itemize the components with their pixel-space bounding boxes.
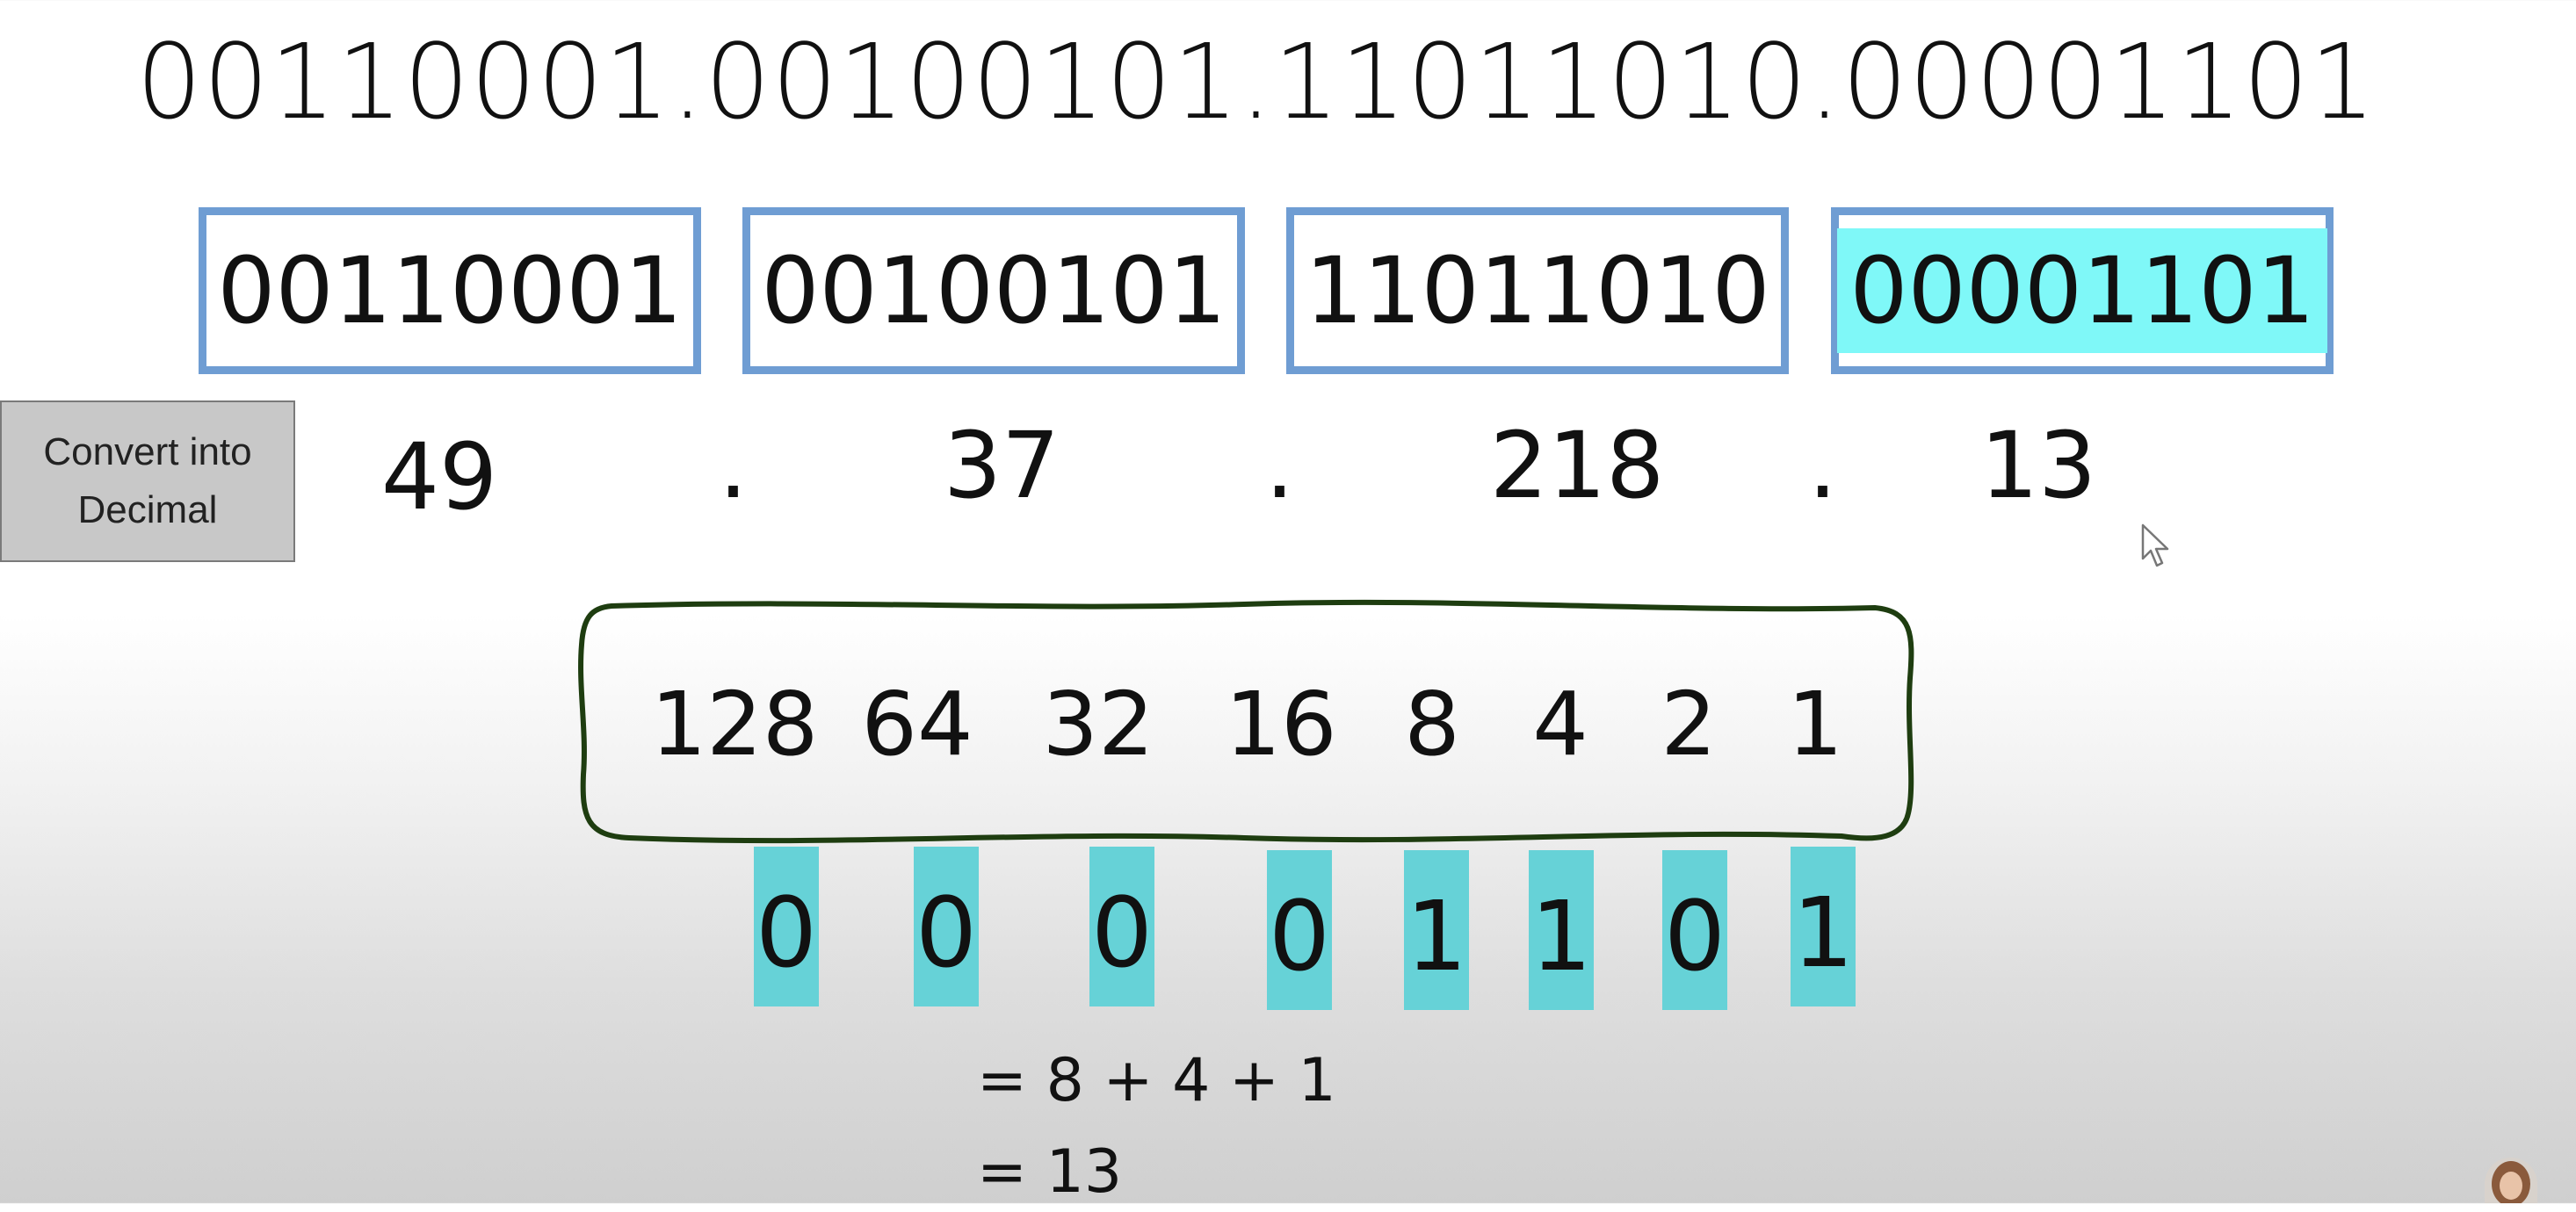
octet-binary-4-wrapper: 00001101: [1837, 215, 2327, 366]
bit-highlight-2: [914, 847, 979, 1006]
bit-highlight-8: [1791, 847, 1856, 1006]
place-value-64: 64: [861, 673, 973, 776]
bit-8: 1: [1792, 877, 1854, 989]
place-value-2: 2: [1661, 673, 1717, 776]
bit-5: 1: [1406, 880, 1467, 992]
bit-7: 0: [1664, 880, 1726, 992]
octet-box-2: 00100101: [742, 207, 1245, 374]
decimal-value-1: 49: [380, 423, 498, 530]
octet-box-3: 11011010: [1286, 207, 1789, 374]
convert-button-line2: Decimal: [77, 488, 218, 531]
decimal-value-2: 37: [943, 412, 1060, 519]
octet-box-1: 00110001: [199, 207, 701, 374]
bit-highlight-1: [754, 847, 819, 1006]
convert-into-decimal-button[interactable]: Convert into Decimal: [0, 400, 295, 562]
bit-6: 1: [1530, 880, 1592, 992]
bit-highlight-3: [1089, 847, 1154, 1006]
place-value-4: 4: [1532, 673, 1588, 776]
place-value-wavy-box: [578, 599, 1914, 844]
place-value-32: 32: [1042, 673, 1154, 776]
place-value-128: 128: [650, 673, 819, 776]
place-value-8: 8: [1404, 673, 1460, 776]
place-value-1: 1: [1787, 673, 1843, 776]
bit-3: 0: [1091, 877, 1153, 989]
octet-binary-4: 00001101: [1837, 228, 2327, 353]
calculation-sum: = 8 + 4 + 1: [977, 1046, 1336, 1115]
bit-1: 0: [756, 877, 817, 989]
bit-highlight-4: [1267, 850, 1332, 1010]
presenter-avatar: [2485, 1158, 2537, 1203]
calculation-result: = 13: [977, 1137, 1123, 1207]
decimal-value-3: 218: [1489, 412, 1665, 519]
convert-button-line1: Convert into: [43, 430, 252, 473]
mouse-pointer-icon: [2141, 523, 2169, 567]
decimal-separator-1: .: [719, 412, 749, 519]
octet-binary-2: 00100101: [761, 237, 1226, 344]
bit-highlight-7: [1662, 850, 1727, 1010]
decimal-separator-3: .: [1808, 412, 1838, 519]
binary-address-title: 00110001.00100101.11011010.00001101: [136, 21, 2377, 142]
octet-binary-1: 00110001: [217, 237, 683, 344]
place-value-16: 16: [1225, 673, 1337, 776]
bit-highlight-6: [1529, 850, 1594, 1010]
decimal-value-4: 13: [1979, 412, 2097, 519]
octet-binary-3: 11011010: [1305, 237, 1770, 344]
bit-highlight-5: [1404, 850, 1469, 1010]
decimal-separator-2: .: [1265, 412, 1295, 519]
bit-4: 0: [1269, 880, 1330, 992]
octet-box-4-highlighted: 00001101: [1831, 207, 2334, 374]
bit-2: 0: [915, 877, 977, 989]
